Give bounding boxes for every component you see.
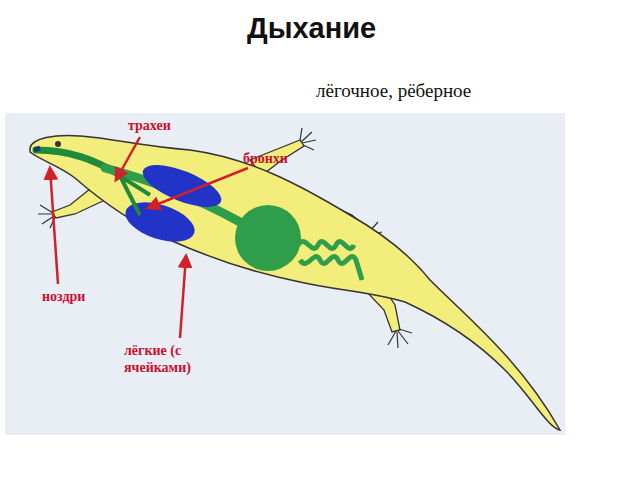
lizard-body	[30, 136, 560, 431]
intestine	[298, 242, 362, 280]
part-label: ноздри	[42, 288, 85, 305]
title: Дыхание	[247, 12, 376, 45]
part-label: лёгкие (с ячейками)	[124, 342, 220, 376]
subtitle: лёгочное, рёберное	[316, 80, 471, 102]
panel	[5, 113, 565, 435]
part-label: трахеи	[128, 117, 171, 134]
leader-arrows	[50, 137, 248, 338]
part-label: бронхи	[243, 150, 288, 167]
eye	[55, 141, 61, 147]
stomach	[235, 205, 301, 271]
bronchi	[120, 176, 150, 215]
nostril	[34, 148, 40, 150]
